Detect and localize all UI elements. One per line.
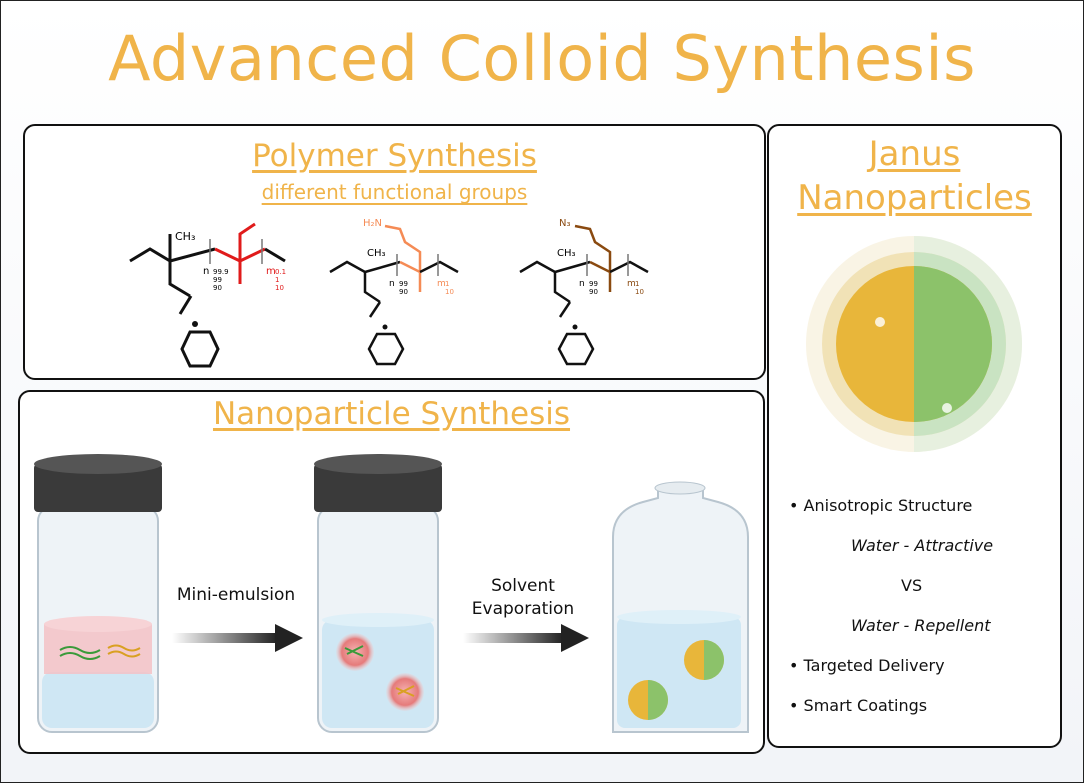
- polymer-structures: CH₃ n m 99.9 99 90 0.1 1 10 CH₃ H₂N n m …: [129, 218, 649, 368]
- janus-title-line2: Nanoparticles: [797, 178, 1032, 218]
- structure2-amine: H₂N: [363, 218, 382, 229]
- bullet-smart-coatings: Smart Coatings: [803, 696, 928, 715]
- vial-3: [612, 481, 749, 733]
- vs-label: VS: [901, 576, 923, 595]
- structure3-ch3: CH₃: [557, 248, 576, 259]
- structure1-n: n: [203, 266, 209, 277]
- structure2-m-value-1: 10: [445, 288, 454, 296]
- bullet-dot: •: [789, 696, 804, 715]
- mini-emulsion-arrow: [172, 633, 277, 643]
- structure1-n-value-1: 99: [213, 276, 222, 284]
- polymer-structure-brown: [519, 224, 649, 366]
- nanoparticle-synthesis-panel: Nanoparticle Synthesis: [18, 390, 765, 754]
- structure2-n: n: [389, 279, 395, 289]
- structure3-n-value-1: 90: [589, 288, 598, 296]
- bullet-dot: •: [789, 496, 804, 515]
- solvent-evaporation-arrow: [463, 633, 563, 643]
- structure3-n: n: [579, 279, 585, 289]
- structure2-ch3: CH₃: [367, 248, 386, 259]
- bullet-targeted-delivery: Targeted Delivery: [803, 656, 945, 675]
- structure2-n-value-0: 99: [399, 280, 408, 288]
- structure1-m-value-0: 0.1: [275, 268, 286, 276]
- vial-1: [34, 454, 162, 733]
- janus-nanoparticles-panel: Janus Nanoparticles • Anisotropic Struct…: [767, 124, 1062, 748]
- structure1-n-value-2: 90: [213, 284, 222, 292]
- structure1-m-value-2: 10: [275, 284, 284, 292]
- evaporation-label: Evaporation: [472, 599, 574, 619]
- janus-particle-illustration: [806, 236, 1022, 452]
- polymer-panel-subtitle: different functional groups: [261, 180, 528, 204]
- structure3-azide: N₃: [559, 218, 571, 229]
- janus-title-line1: Janus: [868, 134, 961, 174]
- structure3-m: m: [627, 279, 636, 289]
- polymer-synthesis-panel: Polymer Synthesis different functional g…: [23, 124, 766, 380]
- structure2-m: m: [437, 279, 446, 289]
- structure1-ch3: CH₃: [175, 230, 195, 243]
- structure2-n-value-1: 90: [399, 288, 408, 296]
- water-repellent: Water - Repellent: [851, 616, 991, 635]
- vial-2: [314, 454, 442, 733]
- solvent-label: Solvent: [491, 576, 555, 596]
- bullet-dot: •: [789, 656, 804, 675]
- polymer-structure-orange: [329, 224, 459, 366]
- mini-emulsion-label: Mini-emulsion: [177, 585, 295, 605]
- structure1-m-value-1: 1: [275, 276, 279, 284]
- main-title: Advanced Colloid Synthesis: [108, 22, 976, 95]
- solvent-evaporation-arrowhead: [561, 624, 589, 652]
- structure1-n-value-0: 99.9: [213, 268, 229, 276]
- structure2-m-value-0: 1: [445, 280, 449, 288]
- water-attractive: Water - Attractive: [851, 536, 994, 555]
- structure3-n-value-0: 99: [589, 280, 598, 288]
- structure1-m: m: [266, 266, 276, 277]
- polymer-panel-title: Polymer Synthesis: [252, 138, 537, 174]
- polymer-structure-red: [129, 222, 286, 368]
- structure3-m-value-1: 10: [635, 288, 644, 296]
- structure3-m-value-0: 1: [635, 280, 639, 288]
- bullet-anisotropic: Anisotropic Structure: [803, 496, 973, 515]
- nano-process-illustration: Mini-emulsion Solvent Evaporation: [34, 454, 749, 733]
- mini-emulsion-arrowhead: [275, 624, 303, 652]
- nano-panel-title: Nanoparticle Synthesis: [212, 396, 571, 432]
